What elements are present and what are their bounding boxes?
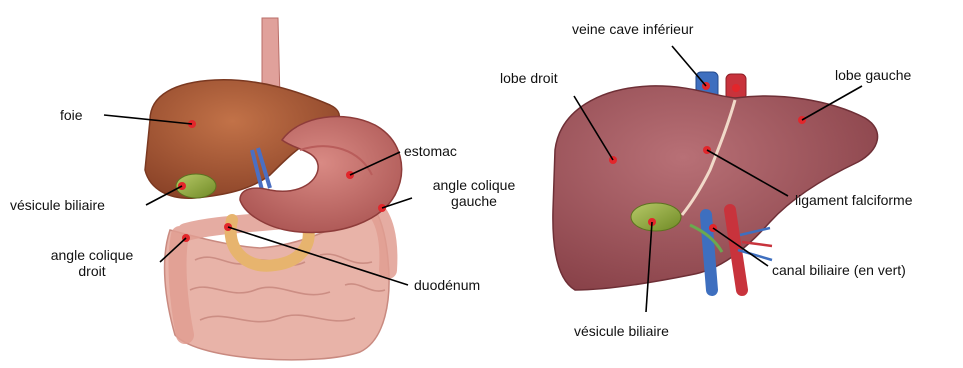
label-right-colic-angle: angle colique droit bbox=[22, 247, 162, 279]
label-liver: foie bbox=[60, 107, 83, 123]
gallbladder-organ-right bbox=[631, 203, 681, 231]
label-gallbladder-right: vésicule biliaire bbox=[574, 323, 669, 339]
label-left-colic-angle-line2: gauche bbox=[414, 193, 534, 209]
label-gallbladder-left: vésicule biliaire bbox=[10, 197, 105, 213]
label-inferior-vena-cava: veine cave inférieur bbox=[572, 21, 693, 37]
label-right-colic-angle-line2: droit bbox=[22, 263, 162, 279]
label-falciform-ligament: ligament falciforme bbox=[795, 192, 913, 208]
label-bile-duct: canal biliaire (en vert) bbox=[772, 262, 906, 278]
label-left-colic-angle: angle colique gauche bbox=[414, 177, 534, 209]
label-right-lobe: lobe droit bbox=[500, 70, 558, 86]
label-right-colic-angle-line1: angle colique bbox=[22, 247, 162, 263]
label-left-colic-angle-line1: angle colique bbox=[414, 177, 534, 193]
label-left-lobe: lobe gauche bbox=[835, 67, 911, 83]
label-duodenum: duodénum bbox=[414, 277, 480, 293]
label-stomach: estomac bbox=[404, 143, 457, 159]
